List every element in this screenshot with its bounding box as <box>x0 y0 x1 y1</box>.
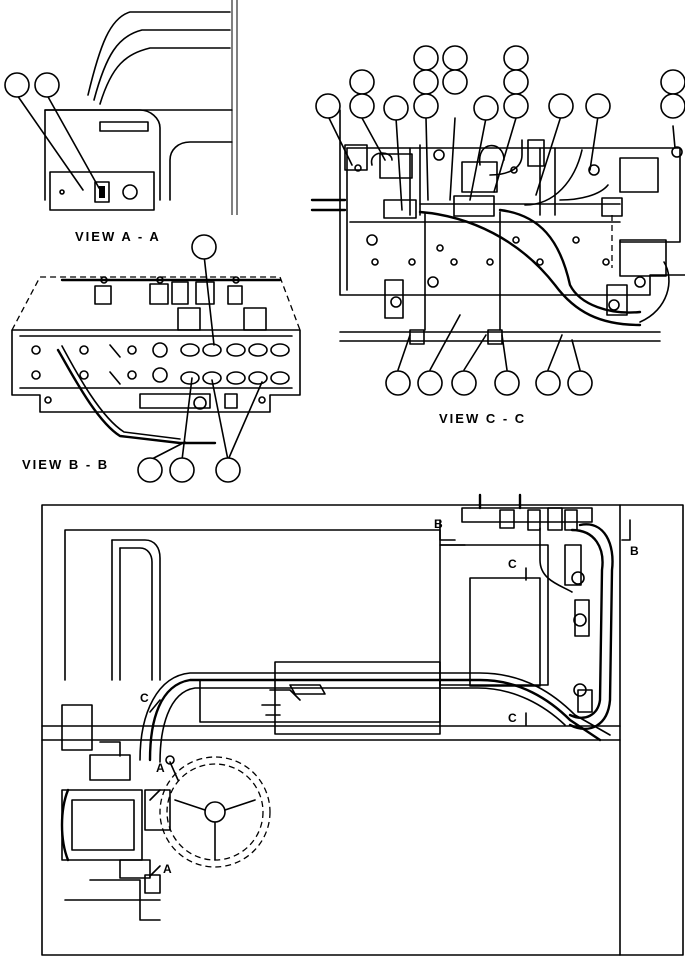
callout-bubble <box>494 370 520 396</box>
callout-bubble <box>413 45 439 71</box>
callout-bubble <box>660 93 685 119</box>
callout-bubble <box>473 95 499 121</box>
callout-bubble <box>417 370 443 396</box>
callout-bubble <box>660 69 685 95</box>
bolt-holes <box>31 342 266 404</box>
bolt-holes <box>354 146 683 311</box>
callout-bubble <box>191 234 217 260</box>
quick-coupler-row <box>109 343 290 385</box>
view-b-b-detail: VIEW B - B <box>11 234 301 483</box>
view-c-c-label: VIEW C - C <box>439 411 526 426</box>
callout-bubble <box>451 370 477 396</box>
section-marker-c-lower: C <box>508 711 517 725</box>
valve-block-row <box>60 276 282 331</box>
callout-bubble <box>535 370 561 396</box>
main-cab-view: B B C C C A A <box>41 493 684 956</box>
callout-bubble <box>503 45 529 71</box>
section-marker-a-lower: A <box>163 862 172 876</box>
view-b-b-label: VIEW B - B <box>22 457 109 472</box>
callout-bubble <box>413 93 439 119</box>
callout-bubble <box>385 370 411 396</box>
callout-bubble <box>34 72 60 98</box>
section-marker-b-left: B <box>434 517 443 531</box>
section-marker-c-upper: C <box>508 557 517 571</box>
solenoid-valve-bank <box>344 139 667 319</box>
view-a-a-label: VIEW A - A <box>75 229 161 244</box>
valve-bank-assembly <box>461 493 614 730</box>
callout-bubble <box>383 95 409 121</box>
left-console <box>60 741 171 921</box>
callout-bubble <box>548 93 574 119</box>
callout-bubble <box>169 457 195 483</box>
callout-bubble <box>567 370 593 396</box>
callout-bubble <box>4 72 30 98</box>
callout-bubble <box>413 69 439 95</box>
section-marker-c-left: C <box>140 691 149 705</box>
callout-bubble <box>442 45 468 71</box>
section-marker-a-upper: A <box>156 761 165 775</box>
view-a-a-detail: VIEW A - A <box>4 0 238 244</box>
callout-bubble <box>585 93 611 119</box>
callout-bubble <box>349 69 375 95</box>
callout-bubble <box>137 457 163 483</box>
callout-bubble <box>315 93 341 119</box>
callout-bubble <box>503 69 529 95</box>
callout-bubble <box>215 457 241 483</box>
section-marker-b-right: B <box>630 544 639 558</box>
view-c-c-detail: VIEW C - C <box>310 45 685 426</box>
callout-bubble <box>442 69 468 95</box>
callout-bubble <box>349 93 375 119</box>
callout-bubble <box>503 93 529 119</box>
steering-wheel <box>159 755 271 868</box>
section-markers: B B C C C A A <box>140 517 639 877</box>
